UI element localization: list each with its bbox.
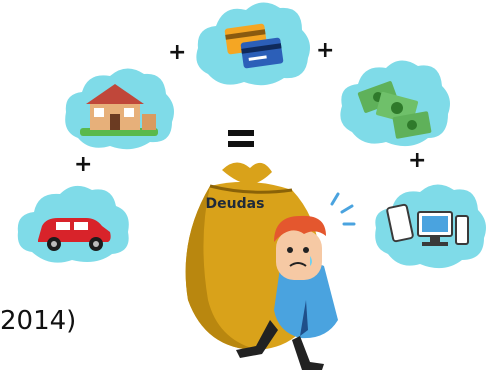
plus-sign-4: + — [408, 148, 427, 173]
cloud-electronics — [375, 184, 486, 269]
cloud-credit-cards — [196, 2, 310, 86]
money-icon — [357, 81, 432, 139]
electronics-icon — [386, 203, 469, 246]
debt-bag-figure — [185, 162, 356, 370]
year-caption: 2014) — [0, 306, 77, 336]
plus-sign-2: + — [168, 40, 187, 65]
plus-sign-3: + — [316, 38, 335, 63]
house-icon — [80, 84, 158, 136]
equals-sign — [228, 130, 254, 152]
credit-cards-icon — [224, 23, 284, 69]
cloud-house — [65, 68, 174, 150]
cloud-money — [340, 60, 450, 147]
debt-bag-label: Deudas — [205, 196, 265, 212]
cloud-car — [17, 185, 129, 263]
stressed-person — [236, 192, 356, 370]
car-icon — [38, 218, 111, 251]
plus-sign-1: + — [74, 152, 93, 177]
